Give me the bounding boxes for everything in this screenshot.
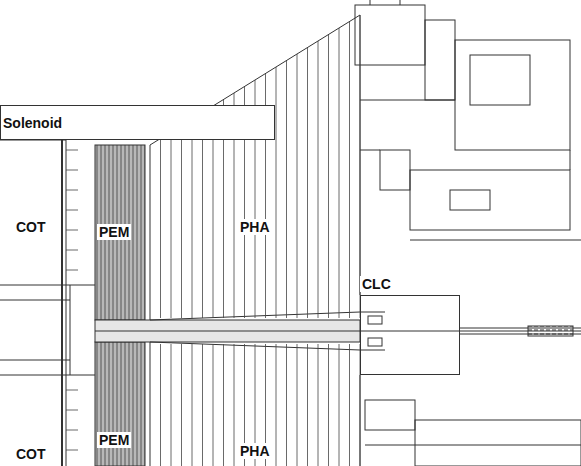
part-label: PEM	[97, 224, 131, 240]
clc-box: CLC	[360, 295, 460, 375]
part-label: COT	[14, 219, 48, 235]
part-label: PHA	[238, 219, 272, 235]
part-label: COT	[14, 446, 48, 462]
part-label: PHA	[238, 443, 272, 459]
node-label: Solenoid	[3, 115, 62, 131]
solenoid-box: Solenoid	[0, 105, 275, 140]
part-label: PEM	[97, 432, 131, 448]
node-label: CLC	[360, 276, 393, 292]
